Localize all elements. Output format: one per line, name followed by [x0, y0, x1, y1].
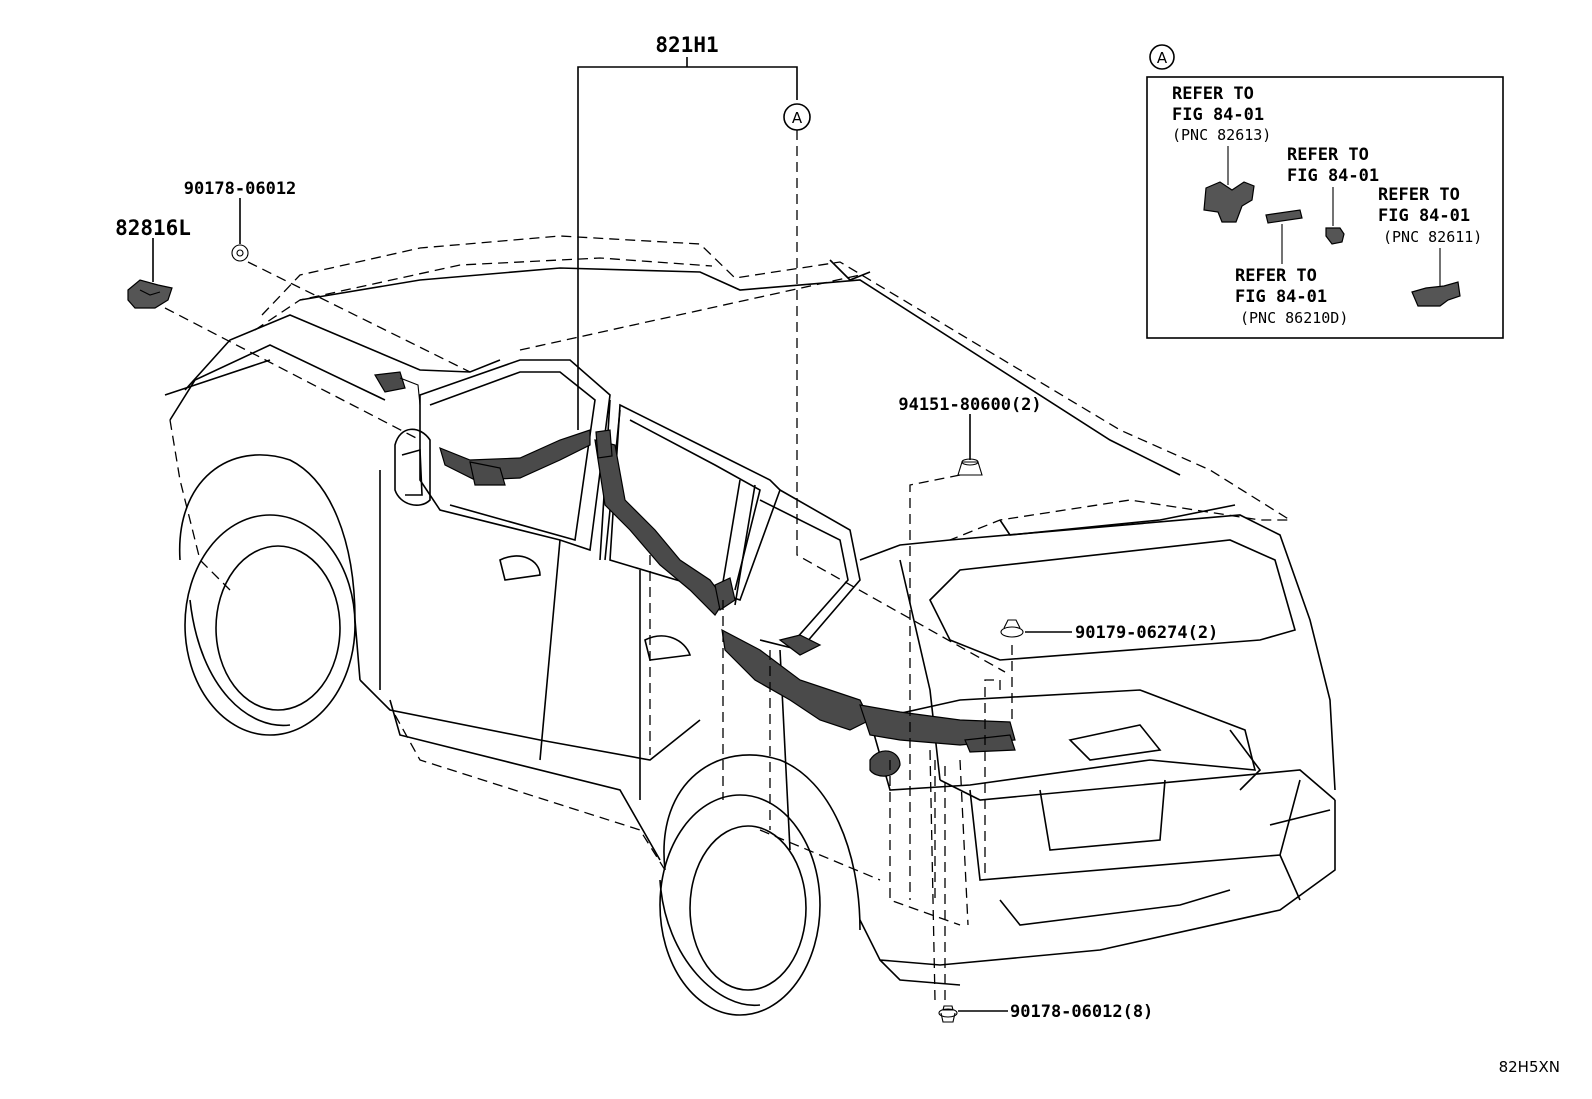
inset-ref-3-line2: FIG 84-01 [1378, 206, 1470, 226]
wire-harness-821h1 [374, 371, 1016, 777]
label-90178-06012-8: 90178-06012(8) [1010, 1002, 1153, 1022]
inset-ref-4-line2: FIG 84-01 [1235, 287, 1327, 307]
clip-94151-icon [957, 458, 983, 476]
ref-marker-a: A [783, 103, 811, 131]
inset-bolt-icon [1325, 227, 1345, 245]
ref-marker-a-label: A [792, 109, 803, 127]
inset-ref-3-pnc: (PNC 82611) [1383, 228, 1482, 246]
vehicle-outline [164, 235, 1336, 1016]
inset-ref-1-line2: FIG 84-01 [1172, 105, 1264, 125]
part-82816l-icon [127, 279, 173, 309]
label-94151-80600: 94151-80600(2) [898, 395, 1041, 415]
inset-ref-2-line2: FIG 84-01 [1287, 166, 1379, 186]
label-82816l: 82816L [115, 216, 191, 240]
inset-frame [1146, 76, 1504, 339]
label-90179-06274: 90179-06274(2) [1075, 623, 1218, 643]
inset-ref-4-pnc: (PNC 86210D) [1240, 309, 1348, 327]
clip-90178-06012-icon [231, 244, 249, 262]
label-90178-06012: 90178-06012 [184, 179, 297, 199]
inset-marker-label: A [1157, 49, 1168, 67]
label-821h1: 821H1 [655, 33, 718, 57]
diagram-code: 82H5XN [1499, 1058, 1560, 1076]
inset-ref-1-pnc: (PNC 82613) [1172, 126, 1271, 144]
inset-part-82613-icon [1203, 181, 1255, 223]
inset-ref-1-line1: REFER TO [1172, 84, 1254, 104]
inset-part-82611-icon [1411, 281, 1461, 307]
inset-part-86210d-icon [1265, 209, 1303, 224]
inset-ref-4-line1: REFER TO [1235, 266, 1317, 286]
clip-90178-8-icon [938, 1005, 958, 1023]
inset-ref-3-line1: REFER TO [1378, 185, 1460, 205]
inset-detail-a: A REFER TO FIG 84-01 (PNC 82613) REFER T… [1146, 44, 1504, 339]
nut-90179-icon [1000, 619, 1024, 638]
inset-ref-2-line1: REFER TO [1287, 145, 1369, 165]
reference-lines [152, 57, 1072, 1012]
